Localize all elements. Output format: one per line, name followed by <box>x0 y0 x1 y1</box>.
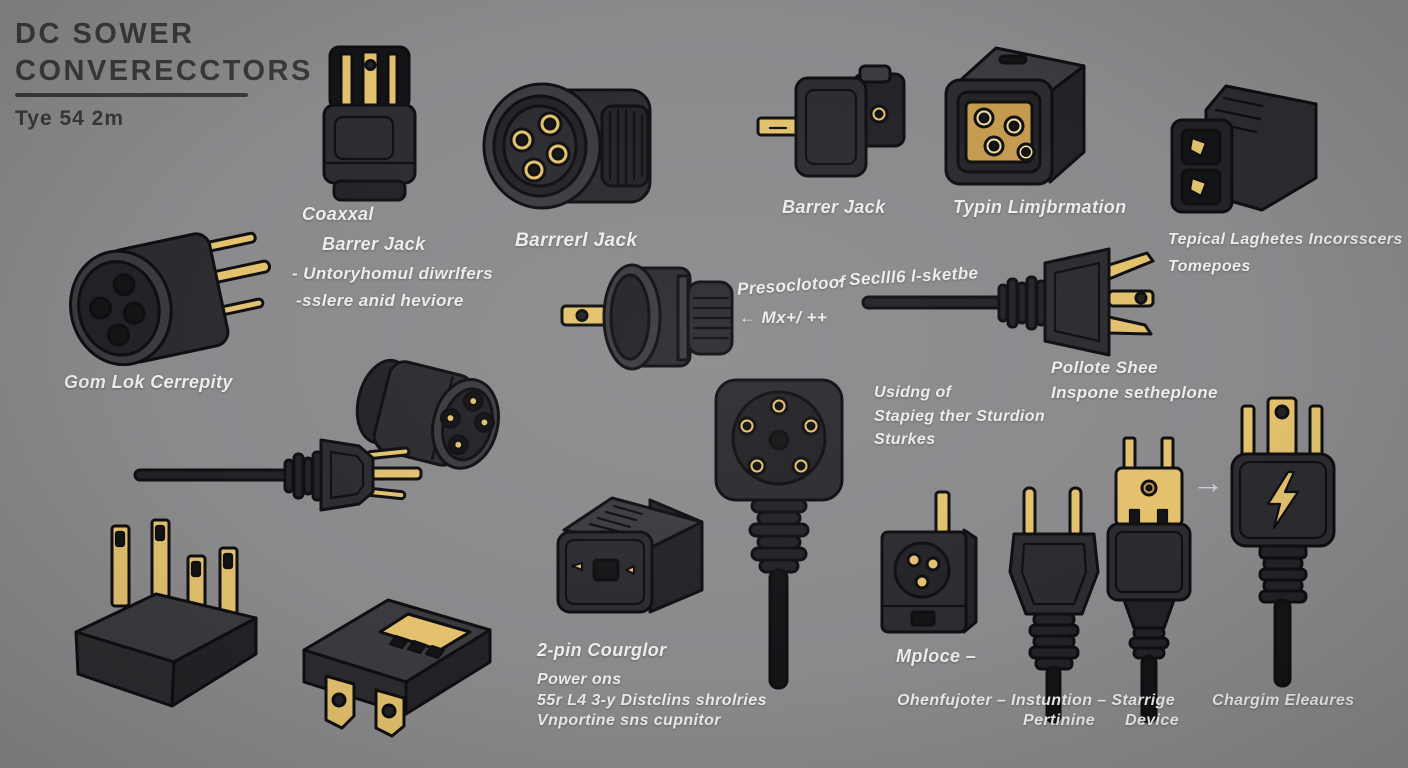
label-presoclotoof: Presoclotoof <box>736 272 847 299</box>
label-mx: ← Mx+/ ++ <box>739 308 828 327</box>
dual-slot-adapter-icon <box>1166 70 1324 218</box>
page-title: DC SOWER CONVERECCTORS <box>15 16 313 90</box>
three-dot-socket-plug-icon <box>876 490 984 642</box>
label-bottom-chain2b: Device <box>1125 712 1179 729</box>
label-power-1: Power ons <box>537 671 622 688</box>
label-pollote-1: Pollote Shee <box>1051 358 1158 377</box>
label-bottom-chain: Ohenfujoter – Instuntion – Starrige <box>897 692 1176 709</box>
label-chargim: Chargim Eleaures <box>1212 692 1355 709</box>
label-coaxial-note1: - Untoryhomul diwrlfers <box>292 264 493 283</box>
label-power-3: Vnportine sns cupnitor <box>537 712 721 729</box>
label-usidng-1: Usidng of <box>874 384 952 401</box>
barrel-jack-blade-icon <box>756 62 906 187</box>
barrel-jack-round-icon <box>478 80 668 215</box>
four-pin-cube-socket-icon <box>938 40 1090 190</box>
label-bottom-chain2a: Pertinine <box>1023 712 1096 729</box>
label-gom: Gom Lok Cerrepity <box>64 372 233 392</box>
label-coaxial-title: Coaxxal <box>302 204 374 224</box>
two-prong-insert-plug-icon <box>1104 436 1196 724</box>
dc-barrel-connector-4pin-icon <box>58 231 271 367</box>
label-twopin: 2-pin Courglor <box>537 640 667 660</box>
label-usidng-2: Stapieg ther Sturdion <box>874 408 1046 425</box>
label-coaxial-note2: -sslere anid heviore <box>296 291 464 310</box>
four-blade-terminal-block-icon <box>60 518 268 712</box>
label-usidng-3: Sturkes <box>874 431 936 448</box>
five-pin-round-head-cable-icon <box>712 376 847 691</box>
title-underline <box>15 93 248 97</box>
subtitle: Tye 54 2m <box>15 107 125 130</box>
label-topical-1: Tepical Laghetes Incorsscers <box>1168 231 1403 248</box>
label-typin: Typin Limjbrmation <box>953 197 1127 217</box>
flat-terminal-adapter-icon <box>292 580 500 738</box>
title-line-1: DC SOWER <box>15 18 195 50</box>
label-barrel-large: Barrrerl Jack <box>515 230 638 251</box>
label-pollote-2: Inspone setheplone <box>1051 383 1218 402</box>
title-line-2: CONVERECCTORS <box>15 55 313 88</box>
label-power-2: 55r L4 3-y Distclins shrolries <box>537 692 767 709</box>
label-mploce: Mploce – <box>896 646 977 666</box>
blade-adapter-barrel-icon <box>560 262 735 372</box>
label-topical-2: Tomepoes <box>1168 258 1251 275</box>
power-cube-adapter-icon <box>550 486 708 618</box>
label-coaxial-sub: Barrer Jack <box>322 234 426 254</box>
coaxial-plug-icon <box>322 45 417 203</box>
label-barrel-right: Barrer Jack <box>782 197 886 217</box>
three-blade-plug-with-cable-icon <box>861 237 1155 367</box>
three-pin-plug-with-cable-icon <box>133 424 423 524</box>
euro-two-pin-plug-icon <box>1006 486 1102 724</box>
charger-plug-lightning-icon <box>1230 396 1336 688</box>
flow-arrow-icon: → <box>1192 464 1224 500</box>
barrel-connector-angled-icon <box>345 356 505 486</box>
